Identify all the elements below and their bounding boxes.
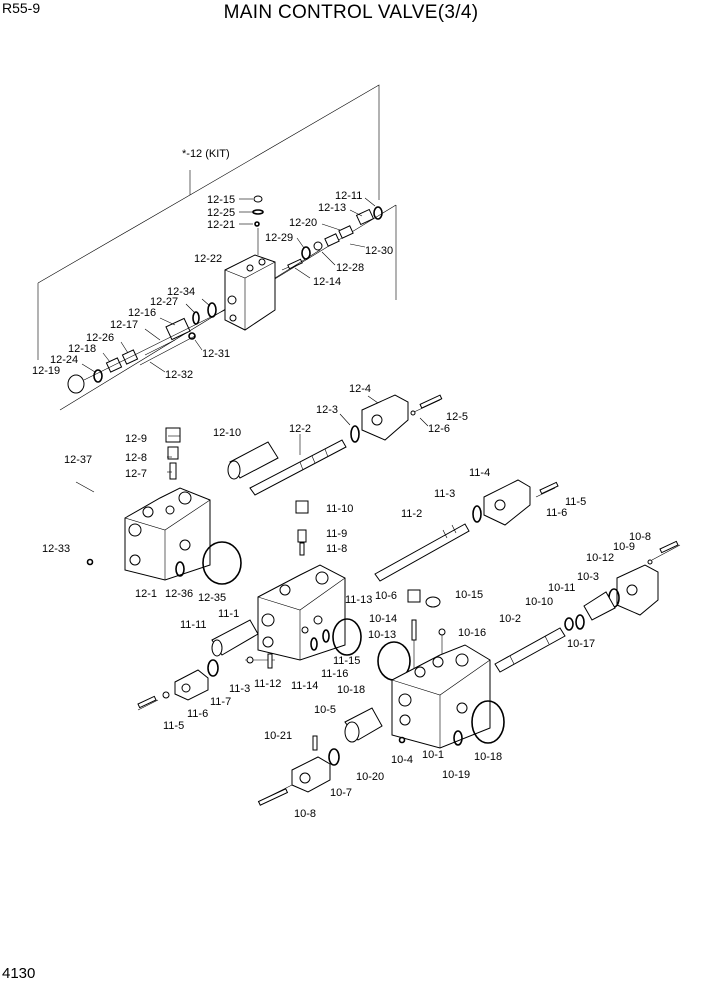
callout: 11-9 [326,528,347,540]
callout: 12-37 [64,454,92,466]
callout: 12-5 [446,411,468,423]
callout: 10-8 [294,808,316,820]
callout: 11-7 [210,696,231,708]
callout-labels: 12-15 12-25 12-21 12-11 12-13 12-20 12-2… [32,190,651,820]
callout: 12-2 [289,423,311,435]
callout: 10-5 [314,704,336,716]
callout: 11-3 [229,683,250,695]
callout: 12-32 [165,369,193,381]
callout: 12-28 [336,262,364,274]
callout: 10-8 [629,531,651,543]
page-number: 4130 [2,965,36,982]
callout: 11-1 [218,608,239,620]
callout: 12-36 [165,588,193,600]
section-10-parts [257,540,681,806]
callout: 12-6 [428,423,450,435]
callout: 11-16 [321,668,348,680]
callout: 12-14 [313,276,341,288]
callout: 10-21 [264,730,292,742]
callout: 10-18 [337,684,365,696]
kit-label: *-12 (KIT) [182,148,230,160]
callout: 11-11 [180,619,207,631]
callout: 12-10 [213,427,241,439]
section-11-parts [137,479,559,711]
section-12-spool-group [75,394,443,585]
callout: 12-16 [128,307,156,319]
callout: 10-4 [391,754,413,766]
callout: 12-30 [365,245,393,257]
callout: 11-12 [254,678,281,690]
callout: 11-3 [434,488,455,500]
callout: 12-17 [110,319,138,331]
callout: 10-12 [586,552,614,564]
callout: 12-4 [349,383,371,395]
callout: 12-9 [125,433,147,445]
callout: 10-2 [499,613,521,625]
callout: 10-18 [474,751,502,763]
callout: 11-2 [401,508,422,520]
callout: 10-17 [567,638,595,650]
callout: 12-13 [318,202,346,214]
leader-lines [81,197,429,473]
callout: 10-20 [356,771,384,783]
callout: 12-35 [198,592,226,604]
kit-bracket [37,84,397,411]
callout: 10-14 [369,613,397,625]
callout: 10-9 [613,541,635,553]
callout: 12-24 [50,354,78,366]
callout: 12-21 [207,219,235,231]
callout: 12-29 [265,232,293,244]
callout: 11-6 [187,708,208,720]
callout: 12-7 [125,468,147,480]
callout: 11-8 [326,543,347,555]
callout: 12-22 [194,253,222,265]
callout: 10-7 [330,787,352,799]
callout: 12-33 [42,543,70,555]
callout: 12-1 [135,588,157,600]
callout: 12-3 [316,404,338,416]
callout: 10-10 [525,596,553,608]
callout: 12-15 [207,194,235,206]
callout: 10-11 [548,582,575,594]
callout: 11-14 [291,680,318,692]
callout: 12-25 [207,207,235,219]
callout: 11-5 [163,720,184,732]
model-code: R55-9 [2,0,41,16]
callout: 11-5 [565,496,586,508]
body-12-22 [224,254,276,331]
callout: 12-34 [167,286,195,298]
callout: 10-3 [577,571,599,583]
callout: 10-1 [422,749,444,761]
callout: 12-11 [335,190,362,202]
callout: 10-19 [442,769,470,781]
callout: 12-8 [125,452,147,464]
callout: 10-16 [458,627,486,639]
callout: 12-27 [150,296,178,308]
callout: 11-10 [326,503,353,515]
callout: 12-18 [68,343,96,355]
callout: 10-13 [368,629,396,641]
callout: 10-6 [375,590,397,602]
section-12-parts [67,195,383,394]
page-title: MAIN CONTROL VALVE(3/4) [223,2,479,23]
callout: 11-15 [333,655,360,667]
callout: 11-4 [469,467,490,479]
callout: 10-15 [455,589,483,601]
callout: 12-26 [86,332,114,344]
callout: 11-13 [345,594,372,606]
callout: 12-19 [32,365,60,377]
callout: 12-31 [202,348,230,360]
callout: 12-20 [289,217,317,229]
callout: 11-6 [546,507,567,519]
